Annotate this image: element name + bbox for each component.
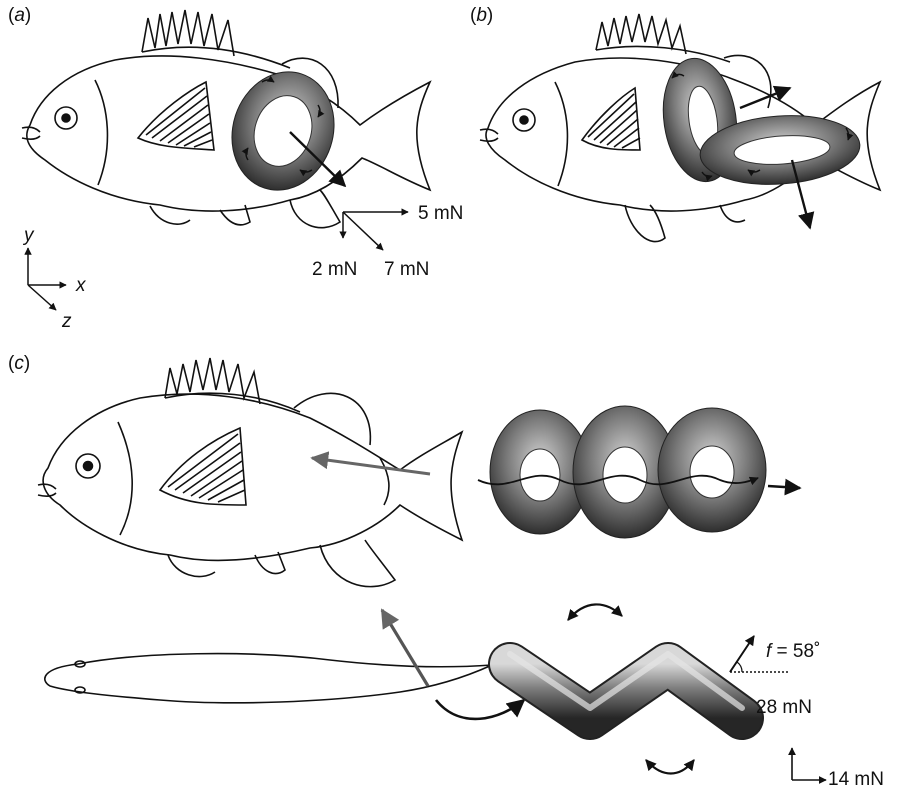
angle-label: f = 58˚ (766, 642, 820, 661)
thrust-arrow-c (312, 458, 430, 474)
lateral-force-arrow (382, 610, 428, 686)
force-arrow-b-up (740, 88, 790, 108)
vortex-tube-zigzag (510, 604, 742, 773)
fish-c (38, 358, 462, 587)
coordinate-axes (28, 248, 66, 310)
panel-label-b: (b) (470, 6, 493, 25)
panel-label-a: (a) (8, 6, 31, 25)
axis-label-y: y (24, 226, 34, 245)
axis-label-x: x (76, 276, 86, 295)
force-label-x: 5 mN (418, 204, 463, 223)
jet-arrow-c (768, 486, 800, 488)
fish-a (22, 10, 430, 228)
vortex-rings-b (656, 54, 862, 190)
force-label-z: 7 mN (384, 260, 429, 279)
axis-label-z: z (62, 312, 72, 331)
force-scale-c (792, 748, 826, 780)
force-label-y: 2 mN (312, 260, 357, 279)
tail-flow-arrow (436, 700, 524, 719)
force-label-horizontal: 14 mN (828, 770, 884, 789)
panel-label-c: (c) (8, 354, 30, 373)
vortex-ring-a (217, 58, 349, 203)
force-scale-a (343, 212, 408, 250)
vortex-ring-chain-c (478, 406, 766, 538)
force-label-vertical: 28 mN (756, 698, 812, 717)
